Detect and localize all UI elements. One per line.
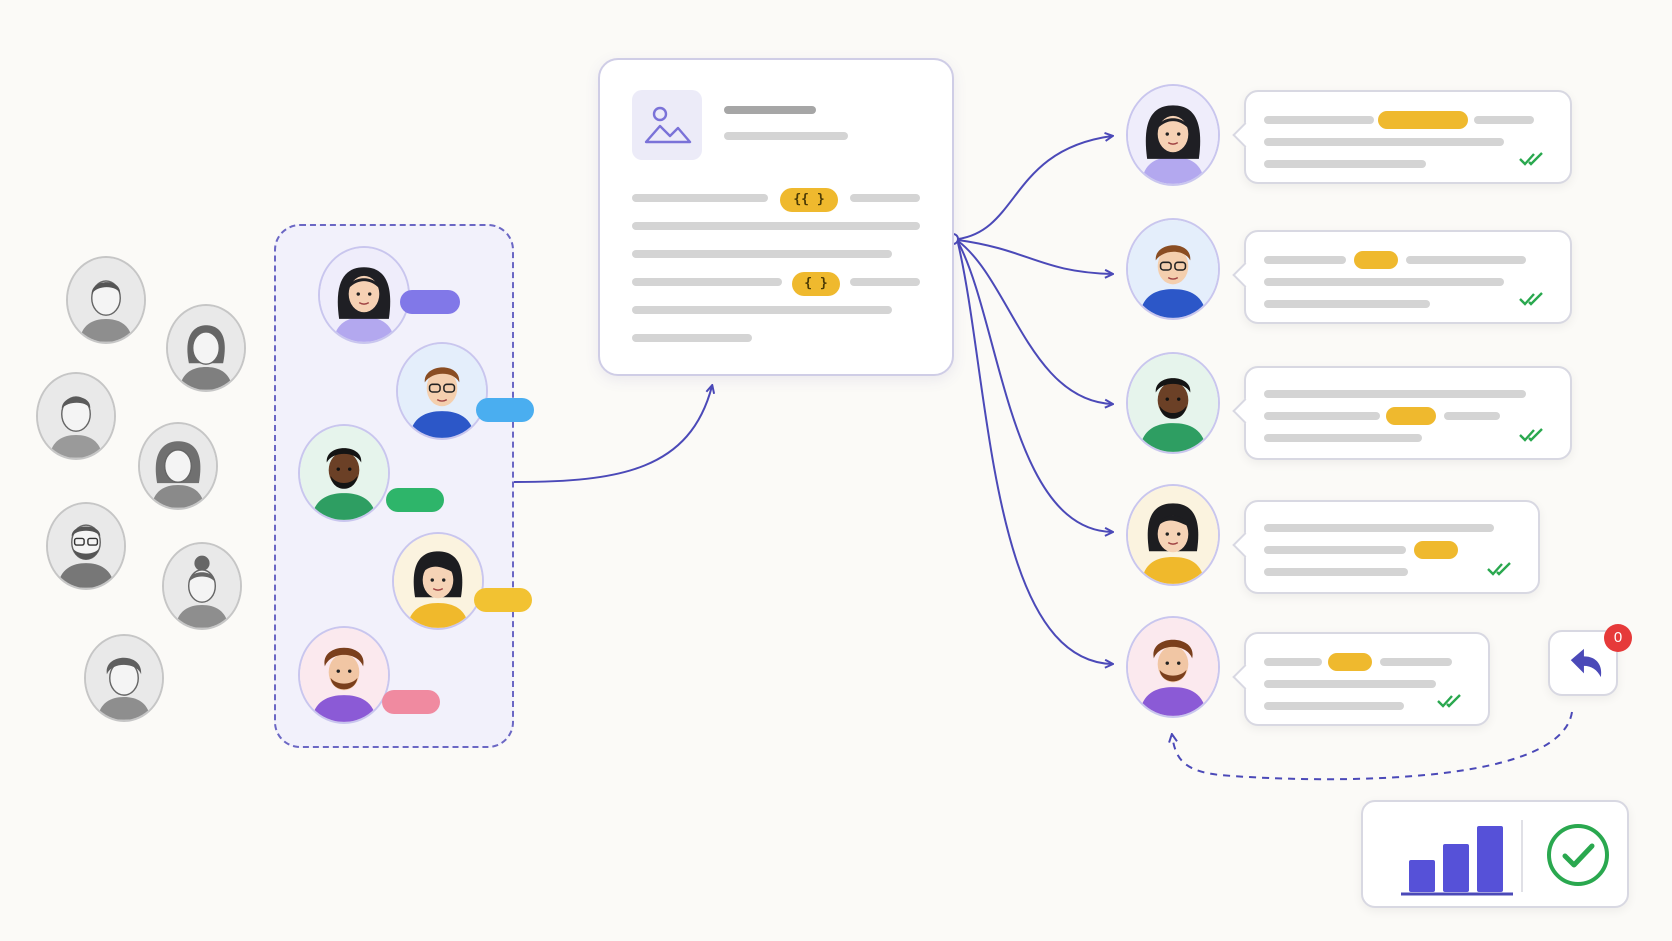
image-placeholder [632,90,702,160]
personalized-value-highlight [1386,407,1436,425]
recipient-avatar-woman-yellow [1126,484,1220,586]
segment-avatar-man-glasses-blue [396,342,488,440]
audience-avatar [162,542,242,630]
recipient-avatar-man-curly-pink [1126,616,1220,718]
segment-avatar-man-curly-pink [298,626,390,724]
personalized-value-highlight [1414,541,1458,559]
fanout-arrow-2 [957,239,1112,274]
template-body-line [632,222,920,230]
reply-count-badge: 0 [1604,624,1632,652]
audience-avatar [36,372,116,460]
segment-avatar-woman-purple [318,246,410,344]
template-body-line [632,278,782,286]
double-check-icon [1487,562,1511,576]
double-check-icon [1519,152,1543,166]
audience-avatar [46,502,126,590]
double-check-icon [1519,428,1543,442]
fanout-arrow-3 [957,240,1112,404]
results-card [1361,800,1629,908]
segment-tag-pink [382,690,440,714]
success-check-icon [1547,824,1609,886]
recipient-avatar-woman-purple [1126,84,1220,186]
personalized-message-card [1244,632,1490,726]
segment-tag-purple [400,290,460,314]
personalized-message-card [1244,366,1572,460]
template-body-line [850,278,920,286]
stats-divider [1521,820,1523,892]
template-body-line [632,334,752,342]
template-title-line [724,106,816,114]
double-check-icon [1519,292,1543,306]
template-body-line [850,194,920,202]
personalized-value-highlight [1328,653,1372,671]
segment-tag-blue [476,398,534,422]
template-body-line [632,306,892,314]
audience-avatar [84,634,164,722]
bar-chart-icon [1401,826,1513,896]
segment-tag-yellow [474,588,532,612]
message-template-card: {{ } { } [598,58,954,376]
audience-avatar [66,256,146,344]
personalized-message-card [1244,90,1572,184]
personalized-value-highlight [1354,251,1398,269]
segment-avatar-woman-yellow [392,532,484,630]
template-variable-token: { } [792,272,840,296]
segment-avatar-man-beard-green [298,424,390,522]
audience-avatar [166,304,246,392]
fanout-arrow-5 [957,242,1112,664]
reply-card [1548,630,1618,696]
personalized-message-card [1244,500,1540,594]
segment-tag-green [386,488,444,512]
fanout-arrow-4 [957,241,1112,532]
template-subtitle-line [724,132,848,140]
fanout-arrow-1 [957,136,1112,240]
template-body-line [632,250,892,258]
template-variable-token: {{ } [780,188,838,212]
audience-avatar [138,422,218,510]
recipient-avatar-man-beard-green [1126,352,1220,454]
segment-to-template-arrow [513,386,712,483]
personalized-message-card [1244,230,1572,324]
double-check-icon [1437,694,1461,708]
template-body-line [632,194,768,202]
reply-arrow-icon [1570,648,1602,678]
image-icon [644,106,692,144]
recipient-avatar-man-glasses-blue [1126,218,1220,320]
personalized-value-highlight [1378,111,1468,129]
